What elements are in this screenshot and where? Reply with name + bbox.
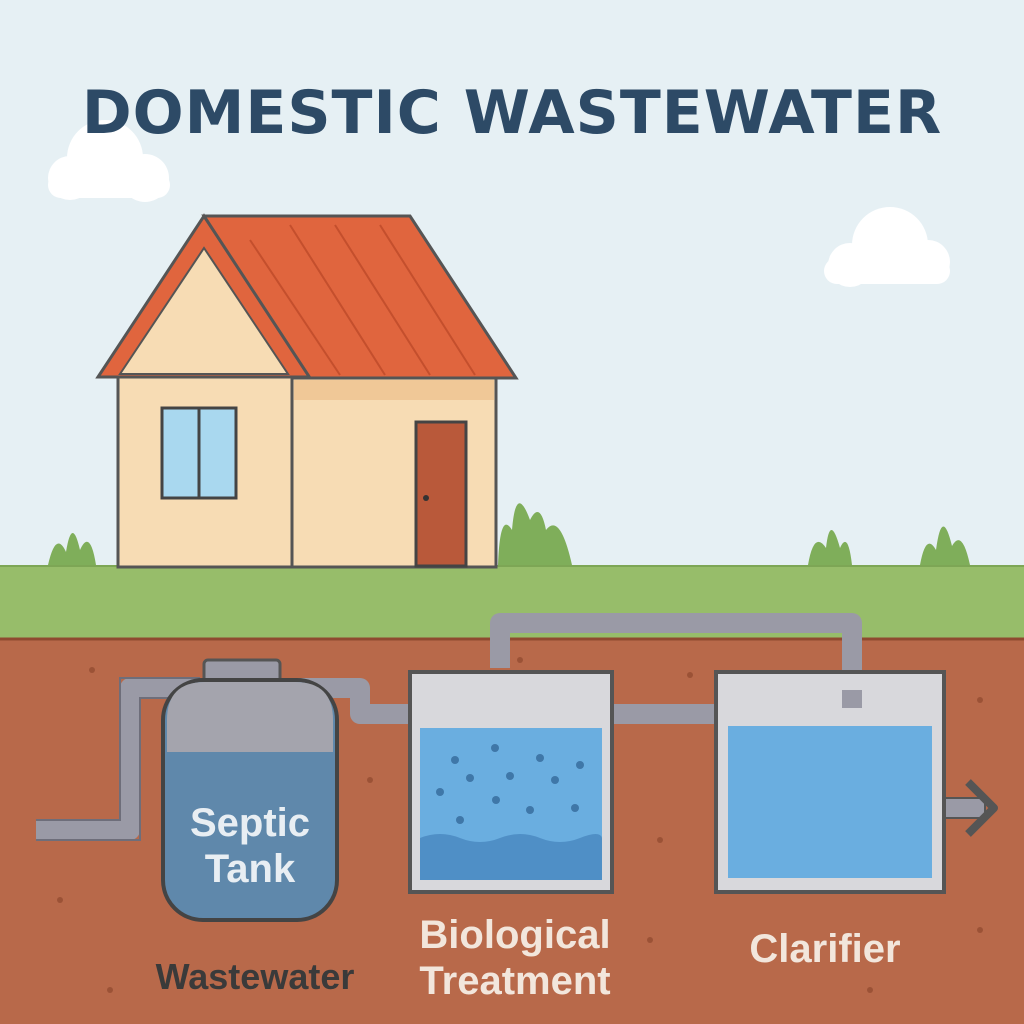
bubbles xyxy=(436,744,584,824)
soil-specks xyxy=(57,657,983,993)
septic-tank-label-line2: Tank xyxy=(204,847,296,891)
overflow-pipe xyxy=(490,613,862,708)
clarifier-label: Clarifier xyxy=(749,927,901,971)
biological-treatment-label: Biological Treatment xyxy=(400,912,630,1004)
page-title: DOMESTIC WASTEWATER xyxy=(81,78,943,148)
door xyxy=(414,420,468,568)
cloud-left xyxy=(48,120,170,202)
clarifier-tank xyxy=(714,670,946,894)
wastewater-label: Wastewater xyxy=(155,956,355,997)
inlet-pipe xyxy=(36,678,200,840)
septic-tank-label: Septic Tank xyxy=(165,800,335,892)
biological-treatment-label-line2: Treatment xyxy=(419,959,611,1003)
septic-tank-label-line1: Septic xyxy=(189,801,311,845)
biological-treatment-label-line1: Biological xyxy=(419,913,611,957)
septic-tank xyxy=(161,658,339,922)
cloud-right xyxy=(824,207,950,287)
house xyxy=(95,213,519,569)
roof xyxy=(201,214,519,380)
biological-treatment-tank xyxy=(408,670,614,894)
